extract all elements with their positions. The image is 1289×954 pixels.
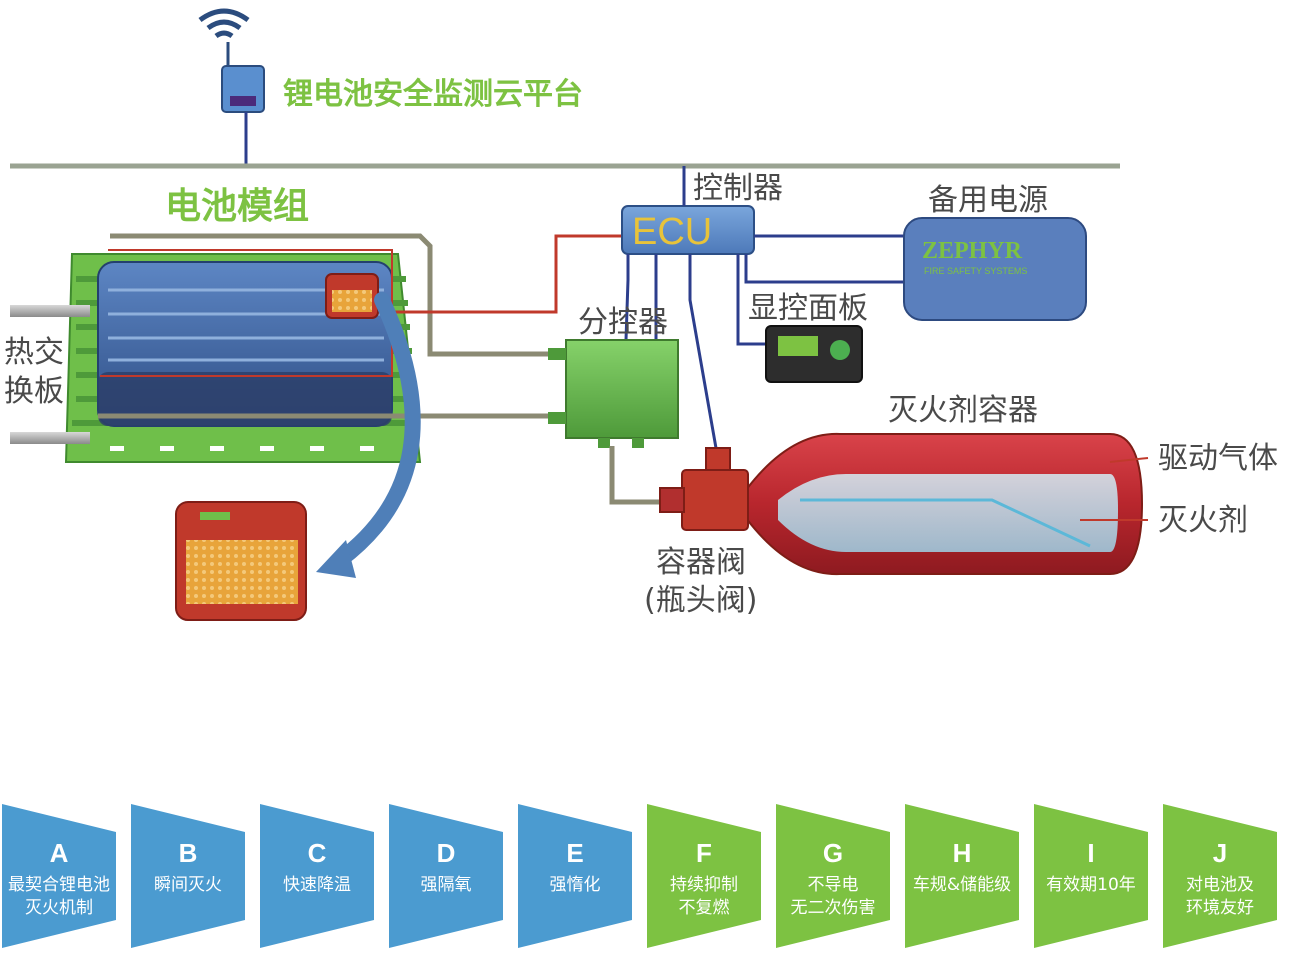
ecu-label: ECU xyxy=(632,211,712,253)
backup-power-unit: ZEPHYR FIRE SAFETY SYSTEMS xyxy=(903,217,1087,321)
heat-exchanger-label-1: 热交 xyxy=(4,335,64,370)
tile-shape xyxy=(1163,804,1277,948)
detector-enlarged xyxy=(175,501,307,621)
tile-text-line1: 快速降温 xyxy=(283,875,351,895)
cloud-gateway-device xyxy=(221,42,265,166)
agent-label: 灭火剂 xyxy=(1158,503,1248,538)
feature-tile-h: H 车规&储能级 xyxy=(905,804,1019,948)
splitter-box xyxy=(548,339,679,448)
tile-shape xyxy=(131,804,245,948)
tile-text-line1: 最契合锂电池 xyxy=(8,875,110,895)
tile-text-line2: 环境友好 xyxy=(1186,898,1254,918)
tile-text-line2: 不复燃 xyxy=(679,898,730,918)
tile-letter: F xyxy=(696,838,712,868)
backup-power-label: 备用电源 xyxy=(928,183,1048,218)
tile-text-line1: 车规&储能级 xyxy=(913,875,1011,895)
splitter-label: 分控器 xyxy=(578,305,668,340)
zoom-arrow-head xyxy=(316,540,356,578)
tile-shape xyxy=(260,804,374,948)
tile-shape xyxy=(1034,804,1148,948)
battery-module xyxy=(97,261,393,427)
extinguisher-cylinder xyxy=(745,432,1144,576)
controller-label: 控制器 xyxy=(693,171,783,206)
tile-letter: C xyxy=(308,838,327,868)
display-control-panel xyxy=(765,325,863,383)
tile-text-line1: 强隔氧 xyxy=(421,875,472,895)
detector-small xyxy=(325,273,379,319)
ecu-to-splitter-wire xyxy=(624,254,630,341)
tile-letter: D xyxy=(437,838,456,868)
ecu-to-display-wire xyxy=(736,254,770,346)
feature-tile-b: B 瞬间灭火 xyxy=(131,804,245,948)
brand-logo-text: ZEPHYR xyxy=(922,238,1023,264)
zoom-arrow xyxy=(332,292,421,568)
splitter-to-valve-pipe xyxy=(609,446,660,505)
tile-letter: I xyxy=(1087,838,1094,868)
tile-text-line1: 对电池及 xyxy=(1186,875,1254,895)
tile-text-line1: 持续抑制 xyxy=(670,875,738,895)
drive-gas-leader xyxy=(1109,457,1149,463)
tile-letter: B xyxy=(179,838,198,868)
tile-text-line2: 灭火机制 xyxy=(25,898,93,918)
coolant-inlet-pipe xyxy=(10,305,90,317)
valve-label-2: (瓶头阀) xyxy=(644,583,757,618)
tile-text-line1: 瞬间灭火 xyxy=(154,875,222,895)
display-panel-label: 显控面板 xyxy=(748,291,868,326)
drive-gas-label: 驱动气体 xyxy=(1158,441,1278,476)
ecu-to-backup-wire-2 xyxy=(744,254,924,284)
tile-text-line1: 有效期10年 xyxy=(1046,875,1136,895)
feature-tile-e: E 强惰化 xyxy=(518,804,632,948)
agent-pipe-top xyxy=(110,233,560,357)
feature-tile-d: D 强隔氧 xyxy=(389,804,503,948)
ecu-to-sensor-wire xyxy=(392,234,628,314)
tile-shape xyxy=(389,804,503,948)
heat-exchanger-label-2: 换板 xyxy=(4,374,64,409)
brand-sub-text: FIRE SAFETY SYSTEMS xyxy=(924,266,1027,276)
tile-text-line2: 无二次伤害 xyxy=(791,898,876,918)
feature-tile-i: I 有效期10年 xyxy=(1034,804,1148,948)
tile-letter: A xyxy=(50,838,69,868)
tile-shape xyxy=(647,804,761,948)
tile-letter: G xyxy=(823,838,843,868)
valve-label-1: 容器阀 xyxy=(656,545,746,580)
tile-letter: E xyxy=(566,838,583,868)
battery-module-title: 电池模组 xyxy=(165,186,309,227)
ecu-box: ECU xyxy=(621,205,755,255)
tile-shape xyxy=(518,804,632,948)
cloud-platform-label: 锂电池安全监测云平台 xyxy=(283,77,583,112)
tile-letter: J xyxy=(1213,838,1227,868)
tile-text-line1: 强惰化 xyxy=(550,875,601,895)
ecu-to-valve-wire xyxy=(688,254,718,449)
coolant-outlet-pipe xyxy=(10,432,90,444)
feature-tile-c: C 快速降温 xyxy=(260,804,374,948)
tile-shape xyxy=(2,804,116,948)
extinguisher-container-label: 灭火剂容器 xyxy=(888,393,1038,428)
container-valve xyxy=(659,447,749,531)
tile-text-line1: 不导电 xyxy=(808,875,859,895)
tile-shape xyxy=(776,804,890,948)
wifi-icon xyxy=(198,8,250,39)
tile-shape xyxy=(905,804,1019,948)
tile-letter: H xyxy=(953,838,972,868)
